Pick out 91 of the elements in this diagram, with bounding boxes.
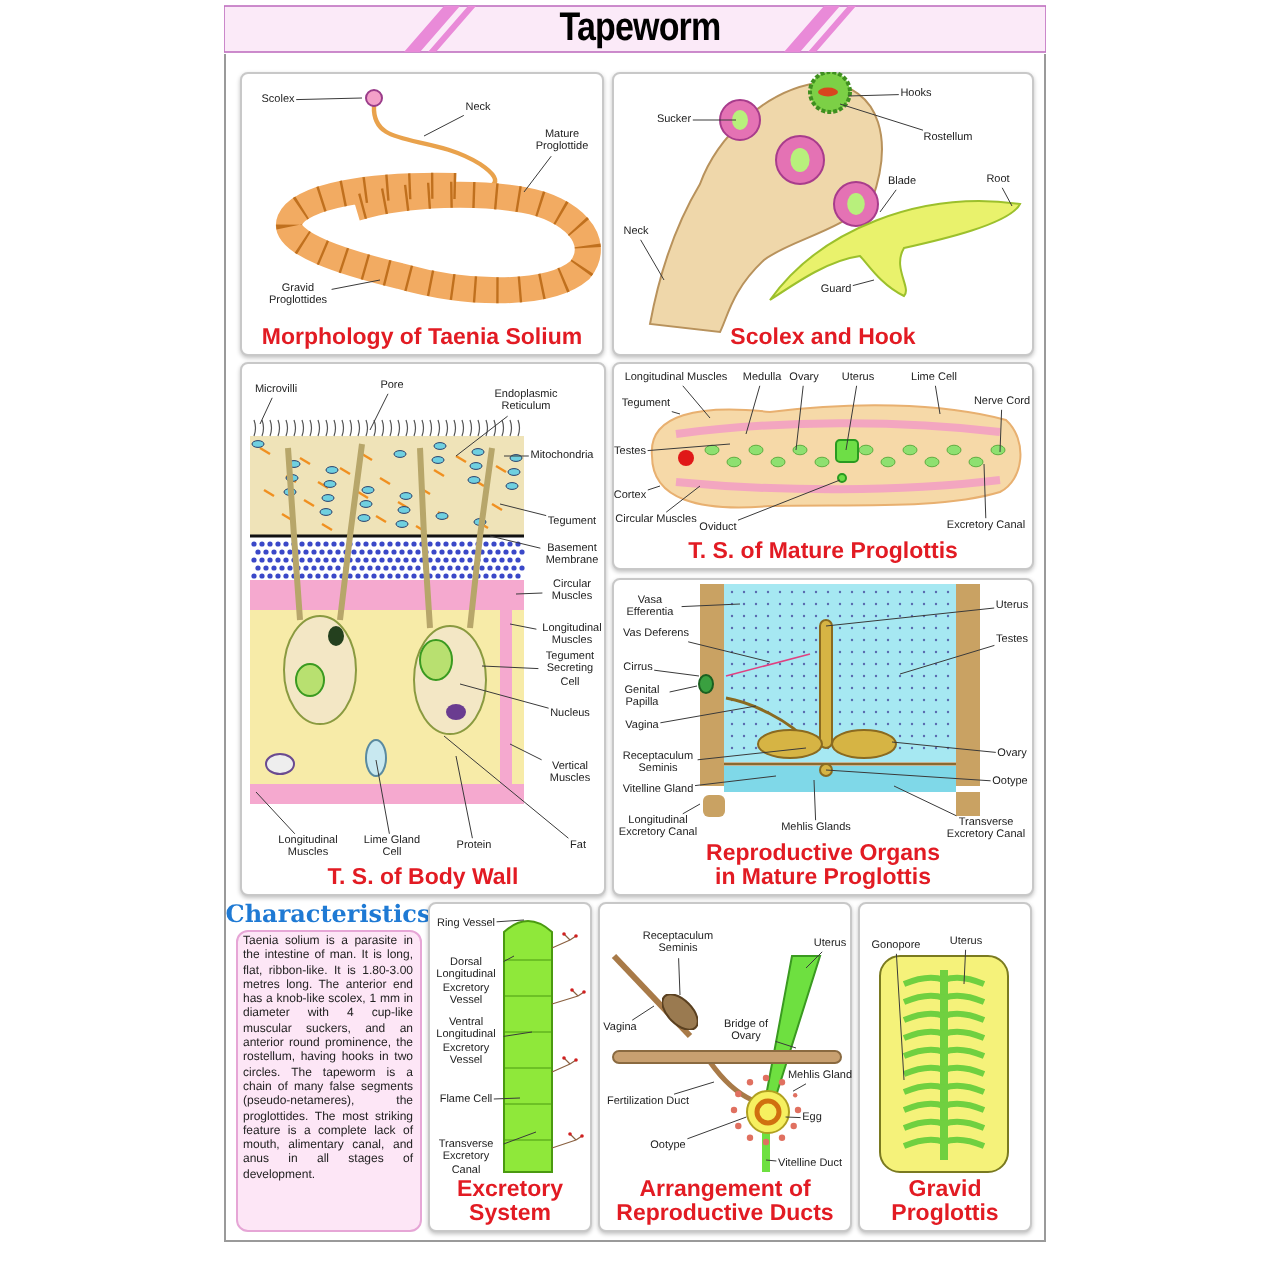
diagram-panel: [428, 902, 592, 1232]
canal-segment: [702, 794, 726, 818]
leader-line: [983, 463, 987, 519]
leader-line: [999, 409, 1003, 453]
leader-line: [665, 485, 701, 513]
leader-line: [934, 385, 941, 415]
leader-line: [481, 665, 539, 670]
leader-line: [496, 919, 525, 923]
leader-line: [1001, 187, 1013, 207]
leader-line: [509, 623, 537, 630]
papilla-drawing: [698, 674, 714, 694]
leader-line: [687, 641, 771, 663]
leader-line: [682, 803, 701, 815]
leader-line: [523, 155, 552, 193]
panel-title: Reproductive Organs in Mature Proglottis: [704, 842, 942, 890]
section-heading: Characteristics: [225, 902, 431, 928]
leader-line: [669, 685, 698, 693]
leader-line: [631, 1005, 655, 1021]
leader-line: [847, 94, 900, 97]
leader-line: [792, 1083, 807, 1092]
leader-line: [681, 603, 741, 608]
leader-line: [893, 785, 957, 817]
gland-dot: [792, 1092, 799, 1100]
leader-line: [678, 957, 681, 996]
leader-line: [259, 397, 273, 425]
leader-line: [331, 279, 381, 290]
leader-line: [503, 1031, 533, 1037]
leader-line: [682, 385, 711, 419]
leader-line: [443, 735, 569, 839]
leader-line: [493, 1097, 521, 1100]
leader-line: [879, 189, 897, 213]
leader-line: [895, 953, 905, 1081]
panel-title: T. S. of Mature Proglottis: [686, 540, 960, 564]
leader-line: [692, 119, 737, 121]
diagram-panel: [612, 362, 1034, 570]
leader-line: [640, 239, 665, 281]
panel-title: Arrangement of Reproductive Ducts: [614, 1178, 836, 1226]
leader-line: [509, 743, 543, 761]
leader-line: [503, 455, 530, 457]
diagram-panel: [598, 902, 852, 1232]
leader-line: [659, 705, 757, 724]
leader-line: [255, 791, 296, 835]
leader-line: [963, 949, 967, 985]
leader-line: [813, 779, 817, 821]
leader-line: [785, 1116, 802, 1119]
leader-line: [671, 411, 681, 415]
leader-line: [825, 607, 995, 627]
leader-line: [737, 479, 841, 521]
panel-title: Morphology of Taenia Solium: [259, 326, 585, 350]
leader-line: [653, 669, 700, 677]
leader-line: [489, 535, 541, 549]
leader-line: [852, 279, 875, 287]
leader-line: [775, 1040, 797, 1049]
leader-line: [455, 415, 509, 457]
diagram-panel: [612, 72, 1034, 356]
leader-line: [825, 769, 992, 782]
leader-line: [697, 747, 807, 761]
leader-line: [686, 1116, 747, 1140]
duct-drawing: [612, 1050, 842, 1064]
leader-line: [694, 775, 777, 787]
leader-line: [503, 1131, 537, 1145]
leader-line: [369, 393, 389, 431]
leader-line: [805, 951, 823, 969]
leader-line: [455, 755, 473, 839]
leader-line: [647, 443, 731, 452]
leader-line: [375, 759, 390, 835]
leader-line: [423, 114, 465, 137]
leader-line: [745, 385, 761, 435]
diagram-panel: [858, 902, 1032, 1232]
leader-line: [891, 741, 997, 753]
leader-line: [295, 97, 363, 101]
panel-title: Excretory System: [454, 1178, 566, 1226]
diagram-panel: [240, 362, 606, 896]
panel-title: Scolex and Hook: [728, 326, 918, 350]
egg-drawing: [746, 1090, 790, 1134]
leader-line: [647, 485, 661, 491]
leader-line: [503, 955, 515, 963]
poster-title: Tapeworm: [557, 6, 723, 50]
receptaculum-drawing: [662, 994, 698, 1030]
leader-line: [899, 644, 995, 675]
leader-line: [765, 1159, 777, 1162]
panel-title: T. S. of Body Wall: [325, 866, 521, 890]
diagram-panel: [240, 72, 604, 356]
leader-line: [673, 1081, 715, 1095]
panel-title: Gravid Proglottis: [889, 1178, 1001, 1226]
leader-line: [839, 103, 924, 131]
leader-line: [795, 385, 804, 451]
diagram-panel: [612, 578, 1034, 896]
leader-line: [499, 503, 547, 517]
leader-line: [515, 592, 543, 595]
leader-line: [459, 683, 550, 709]
